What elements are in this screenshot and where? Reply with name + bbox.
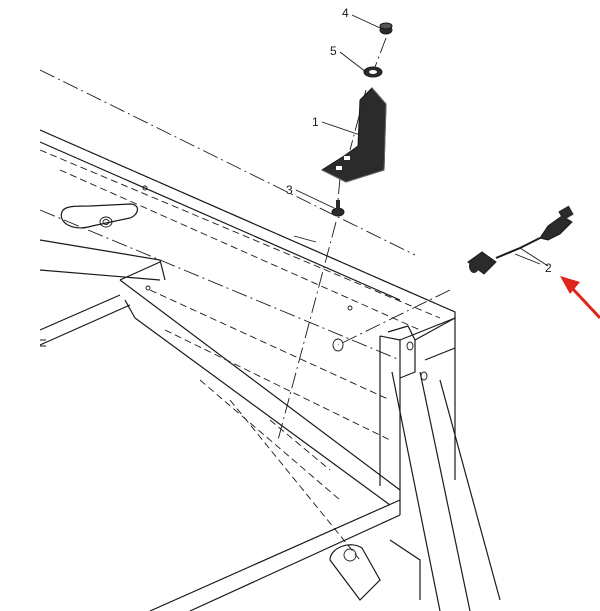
callout-5: 5 [330, 44, 337, 58]
part-5-washer [363, 66, 383, 78]
frame-assembly [39, 129, 501, 611]
part-1-bracket [320, 87, 387, 183]
part-3-bolt [331, 200, 345, 217]
part-2-sensor [467, 205, 574, 275]
callout-3: 3 [286, 183, 293, 197]
red-arrow-icon [560, 276, 600, 320]
leader-lines [295, 14, 541, 265]
part-4-nut [379, 22, 393, 35]
callout-1: 1 [312, 115, 319, 129]
construction-lines [39, 69, 456, 361]
callout-4: 4 [342, 6, 349, 20]
callout-2: 2 [545, 261, 552, 275]
